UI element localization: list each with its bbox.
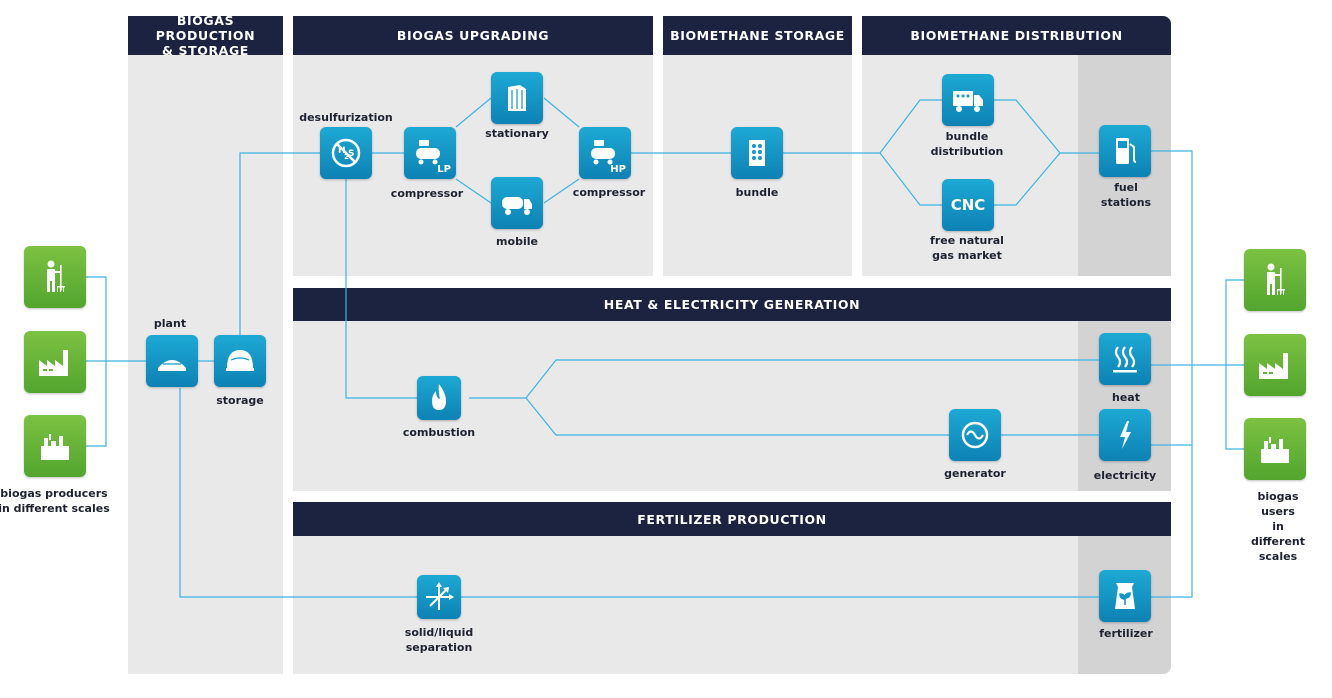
factory-icon	[1259, 353, 1288, 379]
flame-icon	[432, 384, 446, 410]
node-electricity[interactable]	[1099, 409, 1151, 461]
lightning-icon	[1120, 421, 1131, 449]
header-fertilizer: FERTILIZER PRODUCTION	[293, 502, 1171, 536]
label-desulfurization: desulfurization	[299, 111, 393, 124]
producer-industrial-plant	[24, 415, 86, 477]
farmer-icon	[1267, 263, 1285, 295]
label-combustion: combustion	[402, 426, 476, 439]
node-fuel-stations[interactable]	[1099, 125, 1151, 177]
badge-lp: LP	[437, 164, 451, 175]
node-combustion[interactable]	[417, 376, 461, 420]
node-plant[interactable]	[146, 335, 198, 387]
node-fertilizer[interactable]	[1099, 570, 1151, 622]
node-bundle[interactable]	[731, 127, 783, 179]
label-heat: heat	[1112, 391, 1140, 404]
label-separation: solid/liquid separation	[404, 626, 474, 654]
industrial-plant-icon	[1261, 437, 1289, 463]
svg-text:S: S	[348, 149, 354, 159]
header-distribution: BIOMETHANE DISTRIBUTION	[862, 16, 1171, 55]
fuel-pump-icon	[1116, 138, 1137, 164]
compressor-icon	[591, 140, 615, 165]
label-mobile: mobile	[496, 235, 538, 248]
label-fertilizer: fertilizer	[1099, 627, 1153, 640]
factory-icon	[39, 350, 68, 376]
delivery-truck-icon	[953, 91, 983, 112]
label-generator: generator	[944, 467, 1006, 480]
label-compressor-hp: compressor	[572, 186, 646, 199]
node-generator[interactable]	[949, 409, 1001, 461]
user-factory	[1244, 334, 1306, 396]
svg-text:H: H	[338, 146, 346, 156]
cnc-icon: CNC	[950, 196, 986, 214]
label-electricity: electricity	[1093, 469, 1157, 482]
gas-holder-icon	[226, 350, 254, 371]
heat-icon	[1113, 346, 1137, 373]
user-farmer	[1244, 249, 1306, 311]
compressor-icon	[416, 140, 440, 165]
header-biomethane-storage: BIOMETHANE STORAGE	[663, 16, 852, 55]
node-separation[interactable]	[417, 575, 461, 619]
producers-label: biogas producers in different scales	[0, 487, 110, 515]
node-mobile[interactable]	[491, 177, 543, 229]
tank-icon	[508, 85, 526, 111]
node-storage[interactable]	[214, 335, 266, 387]
label-cnc: free natural gas market	[930, 234, 1004, 262]
producer-farmer	[24, 246, 86, 308]
label-fuel-stations: fuel stations	[1100, 181, 1152, 209]
dome-icon	[158, 360, 186, 371]
label-storage: storage	[216, 394, 264, 407]
label-bundle: bundle	[735, 186, 779, 199]
node-cnc[interactable]: CNC	[942, 179, 994, 231]
separation-icon	[426, 582, 454, 610]
svg-text:2: 2	[344, 153, 349, 161]
users-label: biogas users in different scales	[1251, 490, 1305, 563]
node-bundle-distribution[interactable]	[942, 74, 994, 126]
fertilizer-bag-icon	[1115, 583, 1135, 609]
industrial-plant-icon	[41, 434, 69, 460]
node-compressor-hp[interactable]: HP	[579, 127, 631, 179]
user-industrial-plant	[1244, 418, 1306, 480]
truck-icon	[502, 197, 532, 215]
producer-factory	[24, 331, 86, 393]
farmer-icon	[47, 260, 65, 292]
generator-icon	[961, 421, 989, 449]
badge-hp: HP	[610, 164, 626, 175]
header-upgrading: BIOGAS UPGRADING	[293, 16, 653, 55]
node-compressor-lp[interactable]: LP	[404, 127, 456, 179]
node-stationary[interactable]	[491, 72, 543, 124]
label-compressor-lp: compressor	[390, 187, 464, 200]
label-stationary: stationary	[485, 127, 549, 140]
node-heat[interactable]	[1099, 333, 1151, 385]
header-production: BIOGAS PRODUCTION & STORAGE	[128, 13, 283, 58]
header-heat: HEAT & ELECTRICITY GENERATION	[293, 288, 1171, 321]
label-plant: plant	[153, 317, 187, 330]
label-bundle-distribution: bundle distribution	[930, 130, 1004, 158]
cylinder-bundle-icon	[749, 140, 765, 166]
